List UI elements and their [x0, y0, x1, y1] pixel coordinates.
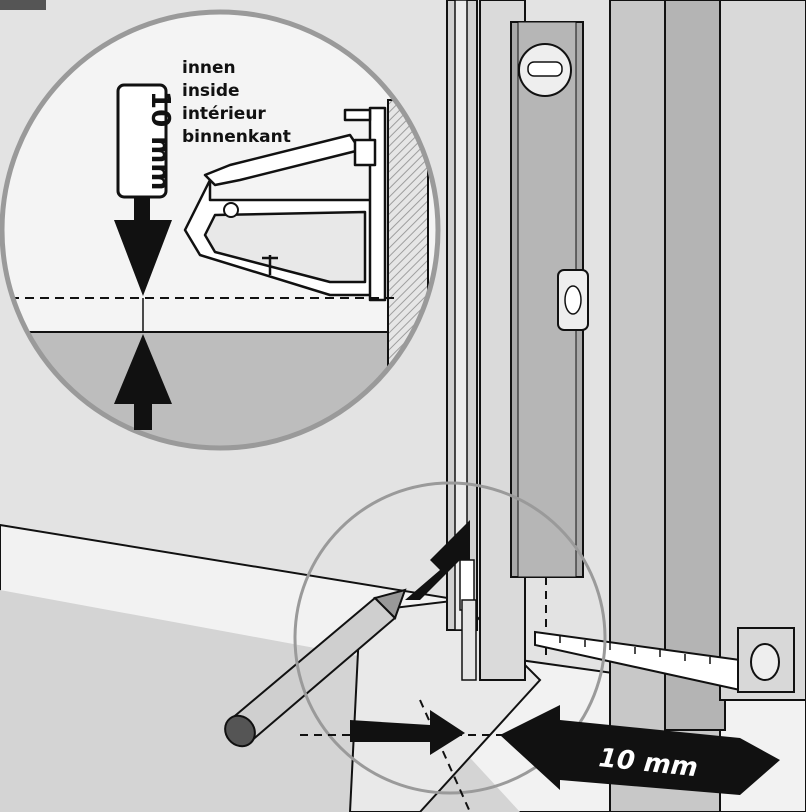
wall-profile-inner [454, 0, 468, 631]
top-left-tab [0, 0, 46, 10]
right-wall [719, 0, 806, 701]
tape-ticks [559, 636, 711, 664]
tape-measure-case-hole [750, 643, 780, 681]
profile-dot [223, 202, 239, 218]
label-interieur: intérieur [182, 104, 266, 124]
right-frame-inner [664, 0, 726, 731]
level-vial-middle-bubble [564, 285, 582, 315]
position-labels: innen inside intérieur binnenkant [182, 58, 291, 147]
arrow-down [114, 197, 172, 296]
arrow-up [114, 334, 172, 430]
zoom-measure-label: 10 mm [145, 91, 175, 190]
label-inside: inside [182, 81, 240, 101]
level-vial-top-bubble [527, 61, 563, 77]
arrow-upper [405, 520, 470, 600]
detail-circle-small [293, 481, 607, 812]
arrow-left [350, 710, 465, 755]
bottom-measure-arrow [500, 705, 780, 795]
pencil [224, 588, 407, 748]
label-innen: innen [182, 58, 236, 78]
zoom-circle [0, 9, 441, 451]
label-binnenkant: binnenkant [182, 127, 291, 147]
